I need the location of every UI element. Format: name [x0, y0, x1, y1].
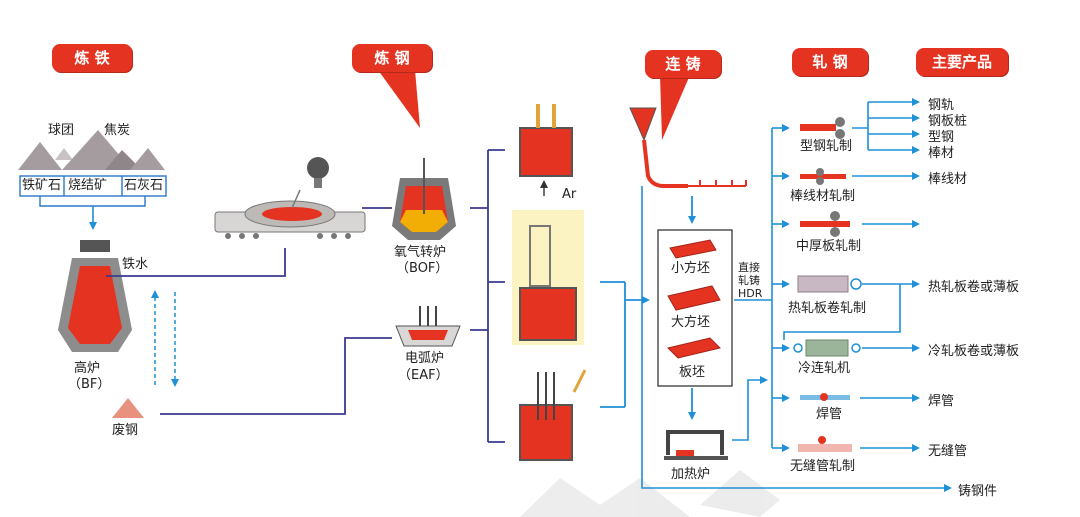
label-pellets: 球团 [48, 123, 75, 138]
label-coke: 焦炭 [104, 123, 131, 138]
product-cold-coil: 冷轧板卷或薄板 [928, 344, 1020, 359]
blast-furnace-icon [58, 240, 132, 352]
label-slab: 板坯 [679, 365, 706, 380]
product-casting: 铸钢件 [958, 484, 998, 499]
vacuum-degasser-icon [512, 210, 584, 345]
header-steelmaking: 炼 钢 [352, 44, 432, 72]
product-welded-pipe: 焊管 [928, 394, 955, 409]
label-blast-furnace: 高炉 [74, 361, 101, 376]
label-blast-furnace-abbr: （BF） [68, 377, 111, 392]
raw-material-heaps [18, 130, 165, 170]
welded-pipe-icon [800, 393, 850, 401]
label-welded-pipe-mill: 焊管 [816, 407, 843, 422]
label-eaf-abbr: （EAF） [398, 368, 449, 383]
label-eaf: 电弧炉 [405, 351, 445, 366]
product-wire-rod: 棒线材 [928, 172, 968, 187]
label-iron-ore: 铁矿石 [22, 178, 62, 193]
product-hot-coil: 热轧板卷或薄板 [928, 280, 1020, 295]
wire-rod-mill-icon [800, 168, 846, 185]
label-hdr-3: HDR [738, 287, 763, 300]
label-hdr-2: 轧铸 [738, 274, 760, 287]
label-cold-mill: 冷连轧机 [798, 361, 851, 376]
header-rolling: 轧 钢 [792, 48, 868, 76]
scrap-to-eaf-line [160, 337, 392, 415]
header-casting: 连 铸 [645, 50, 721, 78]
product-section: 型钢 [928, 130, 955, 145]
plate-mill-icon [800, 211, 850, 237]
label-hdr-1: 直接 [738, 261, 760, 274]
eaf-icon [395, 306, 461, 347]
seamless-mill-icon [798, 436, 852, 452]
cold-mill-icon [793, 339, 861, 357]
label-billet: 小方坯 [671, 261, 711, 276]
header-products: 主要产品 [916, 48, 1008, 76]
hot-strip-mill-icon [797, 275, 862, 293]
slab-icon [667, 337, 721, 359]
label-bloom: 大方坯 [671, 315, 711, 330]
reheat-furnace-icon [664, 430, 728, 460]
semi-product-box [657, 229, 733, 387]
header-ironmaking: 炼 铁 [52, 44, 132, 72]
label-wire-rod-mill: 棒线材轧制 [790, 189, 856, 204]
label-limestone: 石灰石 [124, 178, 164, 193]
caster-icon [629, 107, 747, 188]
scrap-icon [112, 398, 144, 418]
product-seamless-pipe: 无缝管 [928, 444, 968, 459]
label-reheat-furnace: 加热炉 [671, 467, 711, 482]
section-mill-icon [800, 117, 845, 139]
label-plate-mill: 中厚板轧制 [796, 239, 862, 254]
bloom-icon [667, 285, 721, 311]
ladle-argon-icon [519, 104, 573, 196]
lf-furnace-icon [519, 369, 587, 461]
label-bof: 氧气转炉 [394, 245, 447, 260]
label-hot-strip-mill: 热轧板卷轧制 [788, 301, 867, 316]
refining-bracket [470, 149, 505, 443]
label-seamless-mill: 无缝管轧制 [790, 459, 856, 474]
casting-product-arrow [641, 186, 952, 492]
billet-icon [669, 239, 717, 259]
casting-callout-pointer [660, 75, 690, 140]
product-bar: 棒材 [928, 146, 955, 161]
torpedo-car-icon [214, 157, 366, 239]
label-scrap: 废钢 [112, 423, 139, 438]
label-sinter: 烧结矿 [68, 178, 108, 193]
steelmaking-callout-pointer [378, 70, 420, 128]
label-hot-metal: 铁水 [122, 257, 149, 272]
watermark [520, 470, 780, 517]
product-rail: 钢轨 [928, 98, 955, 113]
bof-icon [392, 158, 456, 240]
hot-metal-line [106, 248, 286, 277]
product-sheet-pile: 钢板桩 [928, 114, 968, 129]
label-section-mill: 型钢轧制 [800, 139, 853, 154]
label-argon: Ar [562, 187, 577, 202]
label-bof-abbr: （BOF） [396, 261, 449, 276]
